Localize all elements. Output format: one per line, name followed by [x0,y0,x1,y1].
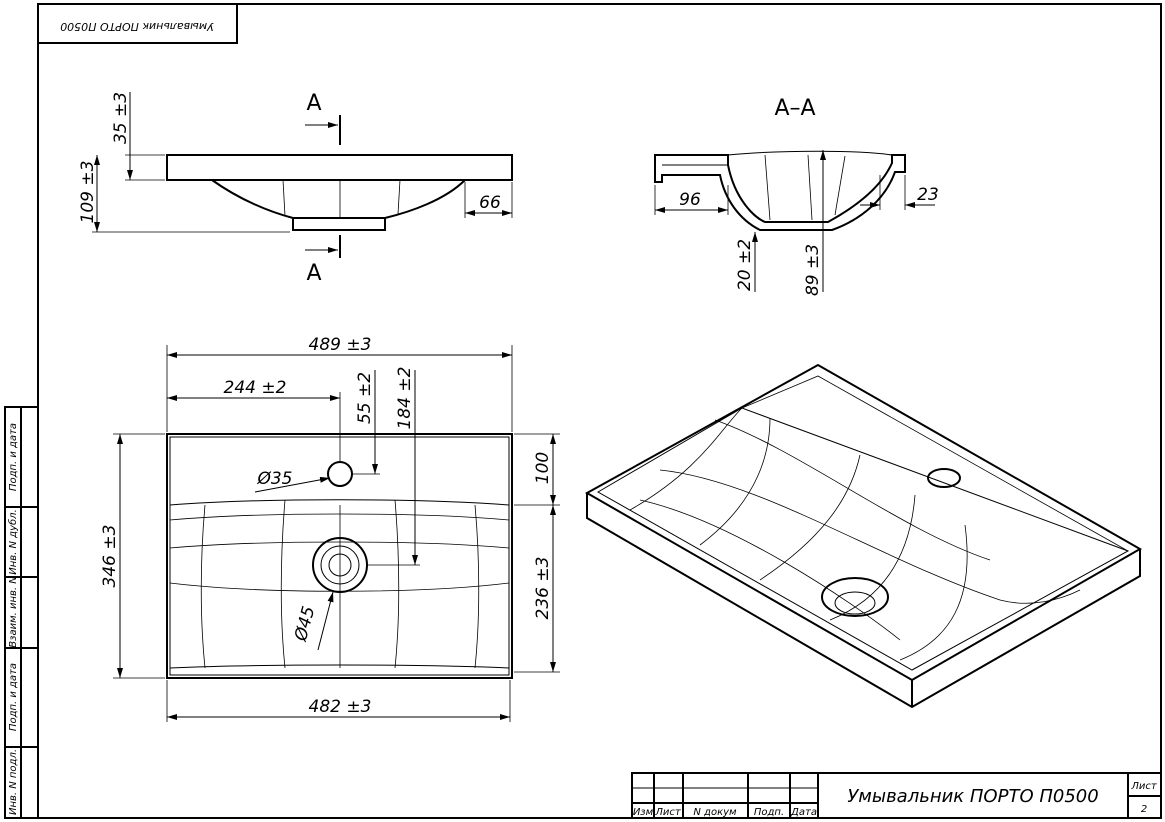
side-view: A A 35 ±3 109 ±3 66 [78,91,513,286]
dim-offset: 66 [479,193,501,213]
section-letter: A [306,261,321,286]
dim-width: 489 ±3 [309,335,372,355]
section-view: A–A 96 23 20 ±2 89 ±3 [654,96,939,296]
section-letter: A [306,91,321,116]
strip-label: Взаим. инв. N [8,576,19,648]
dim-20: 20 ±2 [735,239,755,291]
dia-drain: Ø45 [291,604,320,644]
left-strip: Подп. и дата Инв. N дубл. Взаим. инв. N … [4,406,39,819]
col-list: Лист [654,807,682,818]
dim-96: 96 [679,190,701,210]
dim-drain-y: 184 ±2 [395,367,415,430]
col-sign: Подп. [754,807,784,818]
dim-height: 109 ±3 [78,161,98,224]
dim-hole-y: 55 ±2 [355,372,375,424]
col-izm: Изм [633,807,654,818]
dim-top-band: 100 [533,452,553,484]
dim-23: 23 [917,185,939,205]
dim-basin: 236 ±3 [533,557,553,620]
strip-label: Подп. и дата [8,423,19,491]
dim-89: 89 ±3 [803,244,823,296]
dim-bottom-width: 482 ±3 [309,697,372,717]
dim-rim: 35 ±3 [111,92,131,144]
drawing-name: Умывальник ПОРТО П0500 [847,786,1098,807]
strip-label: Инв. N дубл. [7,509,19,575]
top-stamp: Умывальник ПОРТО П0500 [37,3,238,44]
col-date: Дата [790,807,817,818]
dim-depth: 346 ±3 [100,525,120,588]
dim-hole-x: 244 ±2 [224,378,287,398]
strip-label: Подп. и дата [8,663,19,731]
sheet-label: Лист [1130,781,1158,792]
col-doc: N докум [693,807,737,818]
sheet-number: 2 [1141,804,1147,815]
stamp-text: Умывальник ПОРТО П0500 [60,20,214,33]
section-title: A–A [774,96,815,121]
dia-hole: Ø35 [256,469,292,489]
title-block: Изм Лист N докум Подп. Дата Умывальник П… [631,772,1162,819]
drawing-frame [37,3,1162,819]
isometric-view [584,363,1143,709]
strip-label: Инв. N подл. [8,749,19,815]
top-view: 489 ±3 244 ±2 55 ±2 184 ±2 100 236 ±3 34… [100,335,560,722]
